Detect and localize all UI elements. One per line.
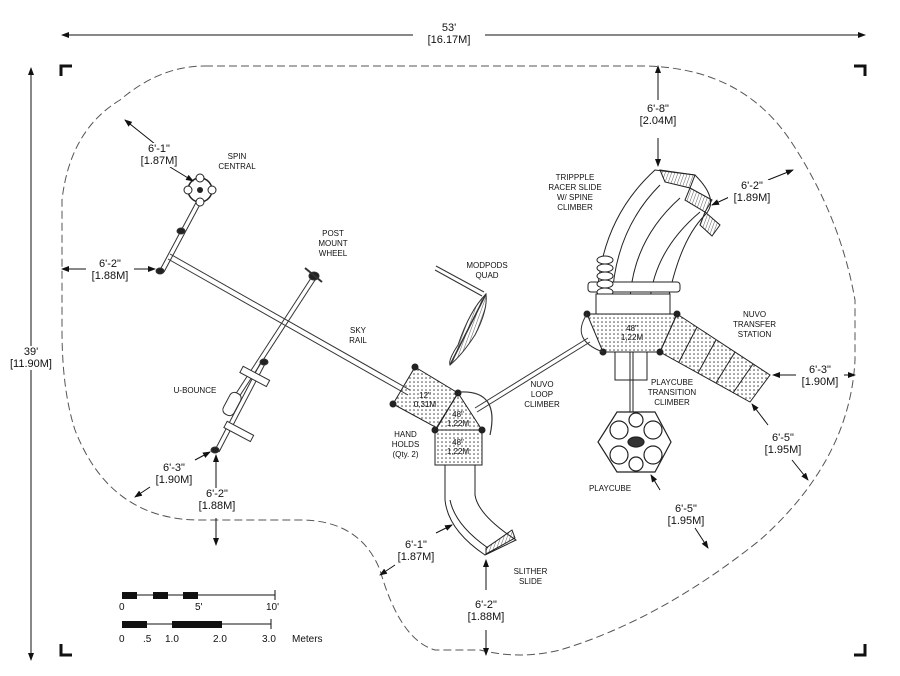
dim-racer-top: 6'-8"[2.04M]	[634, 103, 682, 127]
label-modpods-quad: MODPODS QUAD	[466, 261, 508, 280]
slither-slide	[444, 464, 518, 556]
scale-bar-feet	[122, 590, 276, 600]
label-spin-central: SPIN CENTRAL	[218, 152, 256, 171]
label-tripple-racer-slide: TRIPPPLE RACER SLIDE W/ SPINE CLIMBER	[548, 173, 602, 212]
deck-label-triangle: 48" 1,22M	[446, 410, 470, 428]
overall-width-m: [16.17M]	[427, 34, 471, 46]
dimension-leaders	[61, 65, 856, 656]
use-zone-boundary	[61, 65, 856, 656]
deck-label-square: 48" 1,22M	[446, 438, 470, 456]
scale-feet-10: 10'	[266, 602, 280, 613]
scale-bar-meters	[122, 619, 272, 629]
modpods-quad	[434, 265, 487, 366]
deck-square-48in	[434, 429, 483, 466]
spin-central	[183, 173, 217, 207]
corner-marks	[59, 64, 867, 657]
scale-m-3: 3.0	[262, 634, 276, 645]
dim-slither-bottom: 6'-2"[1.88M]	[462, 599, 510, 623]
dim-transfer-right: 6'-3"[1.90M]	[796, 364, 844, 388]
dim-ubounce-left: 6'-3"[1.90M]	[150, 462, 198, 486]
label-post-mount-wheel: POST MOUNT WHEEL	[318, 229, 348, 258]
dim-playcube-bottom: 6'-5"[1.95M]	[662, 503, 710, 527]
overall-width-label: 53' [16.17M]	[413, 22, 485, 46]
overall-width-ft: 53'	[441, 22, 457, 34]
dim-slither-left: 6'-1"[1.87M]	[392, 539, 440, 563]
scale-m-1: 1.0	[165, 634, 179, 645]
scale-feet-0: 0	[119, 602, 125, 613]
overall-depth-label: 39' [11.90M]	[6, 346, 56, 370]
label-nuvo-loop-climber: NUVO LOOP CLIMBER	[524, 380, 560, 409]
tripple-racer-slide	[587, 169, 721, 315]
playcube-transition-climber	[614, 352, 648, 412]
label-slither-slide: SLITHER SLIDE	[513, 567, 548, 586]
label-playcube: PLAYCUBE	[588, 484, 632, 493]
playcube	[597, 411, 672, 473]
scale-m-2: 2.0	[213, 634, 227, 645]
label-nuvo-transfer-station: NUVO TRANSFER STATION	[732, 310, 777, 339]
u-bounce	[210, 358, 271, 454]
scale-m-05: .5	[143, 634, 152, 645]
label-hand-holds: HAND HOLDS (Qty. 2)	[391, 430, 420, 459]
deck-label-main: 48" 1,22M	[620, 324, 644, 342]
spine-climber	[596, 255, 614, 297]
deck-label-12in: 12" 0,31M	[413, 391, 437, 409]
dim-spin-left: 6'-2"[1.88M]	[86, 258, 134, 282]
dim-spin-top: 6'-1"[1.87M]	[135, 143, 183, 167]
spin-central-post	[155, 194, 205, 275]
label-sky-rail: SKY RAIL	[349, 326, 367, 345]
sky-rail	[167, 253, 411, 396]
scale-feet-5: 5'	[195, 602, 203, 613]
dim-racer-right: 6'-2"[1.89M]	[728, 180, 776, 204]
nuvo-loop-climber	[474, 337, 591, 413]
label-playcube-transition-climber: PLAYCUBE TRANSITION CLIMBER	[647, 378, 697, 407]
hand-hold-loop	[459, 391, 493, 436]
dim-ubounce-bottom: 6'-2"[1.88M]	[193, 488, 241, 512]
scale-m-unit: Meters	[292, 634, 323, 645]
overall-depth-m: [11.90M]	[10, 358, 52, 370]
label-u-bounce: U-BOUNCE	[173, 386, 217, 395]
nuvo-transfer-station	[659, 313, 771, 403]
dim-transfer-bottom: 6'-5"[1.95M]	[759, 432, 807, 456]
scale-m-0: 0	[119, 634, 125, 645]
overall-depth-ft: 39'	[23, 346, 39, 358]
